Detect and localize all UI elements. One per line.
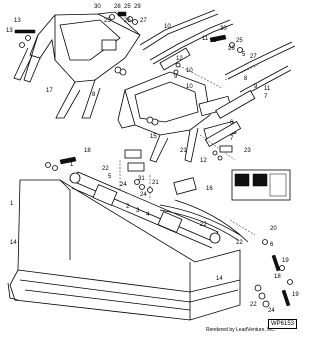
part-label: 18 — [274, 274, 281, 280]
render-credit: Rendered by LeadVenture, Inc. — [206, 327, 276, 333]
part-label: 7 — [230, 136, 234, 142]
part-label: 26 — [228, 46, 235, 52]
warning-decal — [231, 169, 291, 201]
part-label: 6 — [270, 242, 274, 248]
upper-grapple-left — [13, 11, 141, 119]
part-label: 8 — [92, 92, 96, 98]
part-label: 13 — [14, 18, 21, 24]
part-label: 11 — [264, 86, 271, 92]
part-label: 13 — [6, 28, 13, 34]
part-label: 28 — [114, 4, 121, 10]
part-label: 5 — [242, 52, 246, 58]
part-label: 20 — [270, 226, 277, 232]
bucket — [7, 179, 241, 321]
part-label: 28 — [210, 38, 217, 44]
part-label: 27 — [140, 18, 147, 24]
part-label: 15 — [150, 134, 157, 140]
part-label: 18 — [84, 148, 91, 154]
part-label: 1 — [70, 162, 74, 168]
part-label: 14 — [10, 240, 17, 246]
part-label: 24 — [268, 308, 275, 314]
part-label: 3 — [136, 208, 140, 214]
part-label: 16 — [206, 186, 213, 192]
part-label: 30 — [220, 26, 227, 32]
part-label: 2 — [126, 204, 130, 210]
part-label: 12 — [200, 158, 207, 164]
part-label: 25 — [236, 38, 243, 44]
hydraulic-hoses — [139, 9, 296, 97]
part-label: 7 — [264, 94, 268, 100]
part-label: 22 — [250, 302, 257, 308]
part-label: 8 — [244, 76, 248, 82]
part-label: 10 — [186, 68, 193, 74]
part-label: 29 — [134, 4, 141, 10]
figure-id: WP6153 — [268, 319, 298, 329]
part-label: 22 — [236, 240, 243, 246]
part-label: 10 — [164, 24, 171, 30]
part-label: 9 — [254, 84, 258, 90]
part-label: 12 — [176, 56, 183, 62]
part-label: 21 — [180, 148, 187, 154]
part-label: 31 — [138, 176, 145, 182]
part-label: 19 — [292, 292, 299, 298]
part-label: 5 — [108, 174, 112, 180]
part-label: 26 — [124, 18, 131, 24]
hardware-parts — [14, 11, 293, 308]
part-label: 4 — [146, 212, 150, 218]
part-label: 6 — [230, 120, 234, 126]
exploded-parts-diagram: 13 30 28 25 29 13 25 26 27 10 30 28 25 2… — [6, 4, 299, 321]
lower-hoses — [159, 199, 249, 243]
upper-grapple-right — [117, 71, 237, 163]
part-label: 27 — [250, 54, 257, 60]
part-callouts: 13 30 28 25 29 13 25 26 27 10 30 28 25 2… — [6, 4, 299, 314]
part-label: 11 — [202, 36, 209, 42]
part-label: 1 — [10, 201, 14, 207]
part-label: 25 — [104, 18, 111, 24]
part-label: 19 — [282, 258, 289, 264]
part-label: 24 — [120, 182, 127, 188]
part-label: 14 — [216, 276, 223, 282]
part-label: 24 — [140, 192, 147, 198]
part-label: 22 — [200, 222, 207, 228]
part-label: 25 — [124, 4, 131, 10]
part-label: 9 — [174, 74, 178, 80]
part-label: 21 — [152, 180, 159, 186]
part-label: 17 — [46, 88, 53, 94]
mount-tube — [69, 171, 221, 249]
part-label: 30 — [94, 4, 101, 10]
part-label: 23 — [244, 148, 251, 154]
hydraulic-cylinders — [159, 47, 256, 148]
part-label: 22 — [102, 166, 109, 172]
part-label: 10 — [186, 84, 193, 90]
